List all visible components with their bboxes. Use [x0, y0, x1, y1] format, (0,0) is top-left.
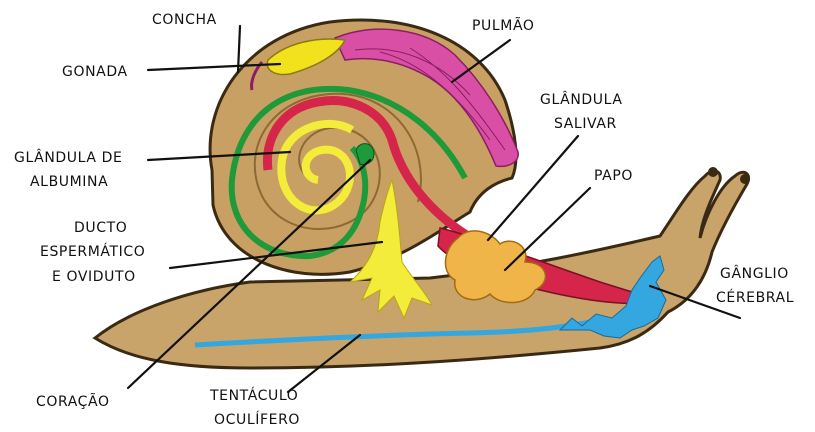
label-ganglio-line2: CÉREBRAL — [716, 289, 794, 306]
label-coracao: CORAÇÃO — [36, 393, 110, 410]
label-tentaculo-line1: TENTÁCULO — [209, 387, 298, 404]
label-concha: CONCHA — [152, 12, 217, 28]
label-pulmao: PULMÃO — [472, 17, 535, 34]
label-glandula-albumina-line2: ALBUMINA — [30, 174, 108, 190]
salivary-gland — [445, 231, 545, 303]
label-ducto-line3: E OVIDUTO — [52, 269, 136, 285]
label-papo: PAPO — [594, 168, 633, 184]
label-glandula-salivar-line1: GLÂNDULA — [540, 90, 623, 108]
label-ganglio-line1: GÂNGLIO — [720, 264, 789, 282]
eye-right — [740, 174, 750, 184]
label-ducto-line2: ESPERMÁTICO — [40, 243, 145, 260]
label-tentaculo-line2: OCULÍFERO — [214, 411, 300, 428]
eye-left — [708, 167, 718, 177]
label-gonada: GONADA — [62, 64, 128, 80]
label-ducto-line1: DUCTO — [74, 220, 127, 236]
label-glandula-salivar-line2: SALIVAR — [554, 116, 617, 132]
label-glandula-albumina-line1: GLÂNDULA DE — [14, 148, 122, 166]
